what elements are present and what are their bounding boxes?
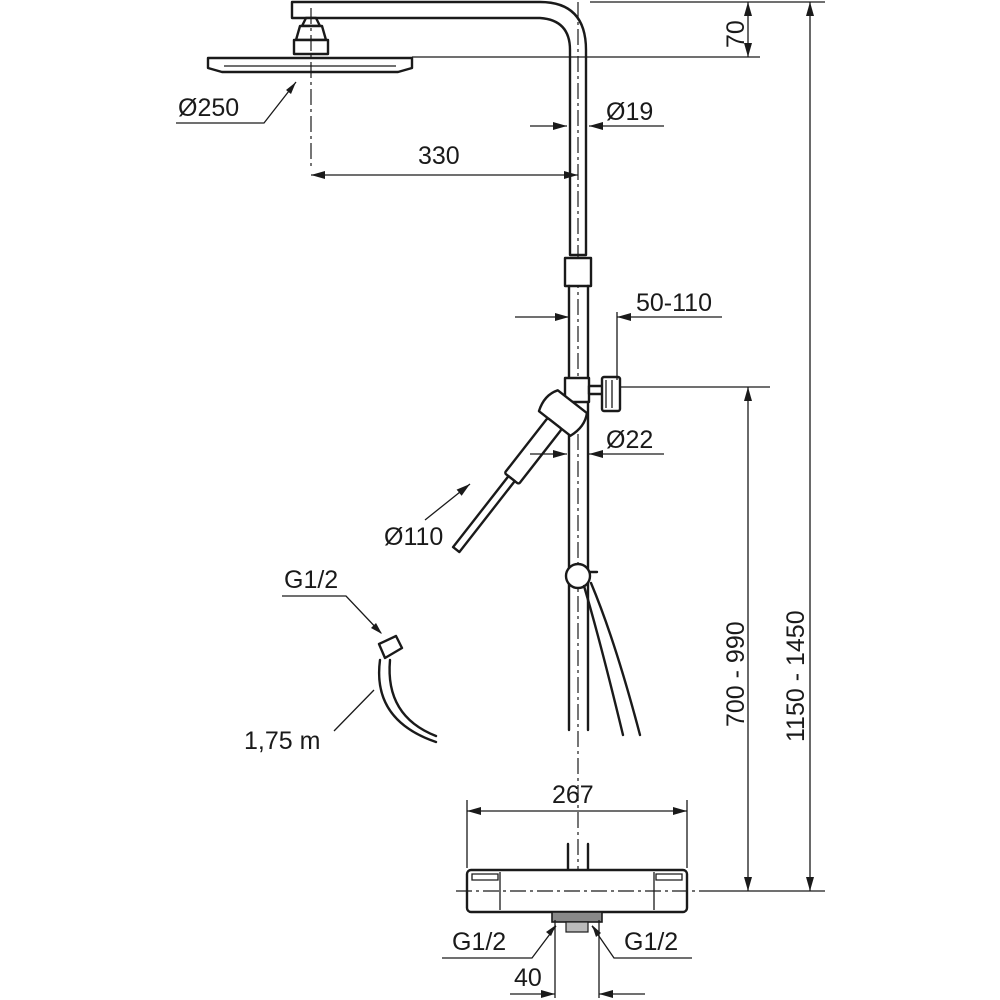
leader-inlet-right xyxy=(591,925,692,959)
label-inlet-right: G1/2 xyxy=(624,928,678,956)
label-pipe-diameter-upper: Ø19 xyxy=(606,98,653,126)
shower-column xyxy=(290,0,642,890)
label-handshower-diameter: Ø110 xyxy=(384,523,443,551)
mixer-riser xyxy=(566,842,590,872)
hose-nut xyxy=(377,634,404,660)
leader-inlet-left-arrow xyxy=(546,925,556,936)
overhead-shower xyxy=(206,8,414,170)
label-top-offset: 70 xyxy=(722,20,750,48)
pipe-coupling xyxy=(563,256,593,288)
leader-hose-thread xyxy=(282,595,382,634)
hose-wall-a xyxy=(377,658,438,744)
hand-shower-handle xyxy=(504,417,563,485)
hand-shower-head xyxy=(537,389,589,437)
label-hose-length: 1,75 m xyxy=(244,727,320,755)
label-outlet-spacing: 40 xyxy=(514,964,542,992)
leader-hose-thread-arrow xyxy=(371,623,382,634)
hose-line-b xyxy=(589,581,642,737)
thermostat-mixer xyxy=(456,842,700,998)
middle-pipe xyxy=(567,284,590,380)
hose-wall-b xyxy=(388,658,438,738)
shower-plate xyxy=(206,56,414,74)
label-pipe-diameter-lower: Ø22 xyxy=(606,426,653,454)
slider-holder xyxy=(600,375,622,413)
leader-hose-length xyxy=(333,689,375,732)
label-inlet-left: G1/2 xyxy=(452,928,506,956)
hose-line-a xyxy=(582,584,625,737)
leader-handshower xyxy=(424,483,471,521)
hand-shower-grip xyxy=(451,474,516,554)
label-total-height: 1150 - 1450 xyxy=(782,610,810,742)
label-slider-height: 700 - 990 xyxy=(722,621,750,727)
leader-inlet-left xyxy=(442,925,557,959)
hose-outlet xyxy=(564,562,592,590)
leader-head-diameter xyxy=(176,81,297,124)
label-mixer-width: 267 xyxy=(552,781,594,809)
inlet-right xyxy=(565,921,589,933)
slider-holder-detail xyxy=(605,380,613,408)
lower-pipe xyxy=(567,400,590,732)
mixer-caps xyxy=(471,873,683,881)
label-slider-range: 50-110 xyxy=(636,289,712,317)
label-arm-length: 330 xyxy=(418,142,460,170)
leader-inlet-right-arrow xyxy=(592,925,601,937)
label-showerhead-diameter: Ø250 xyxy=(178,94,239,122)
shower-arm xyxy=(290,0,588,257)
dimensions: Ø250 Ø19 330 70 1150 - 1450 700 - 990 50… xyxy=(176,1,825,998)
label-hose-thread: G1/2 xyxy=(284,566,338,594)
inlet-left xyxy=(551,911,603,923)
hand-shower xyxy=(451,389,589,554)
loose-hose xyxy=(377,634,438,744)
leader-head-diameter-arrow xyxy=(286,82,296,94)
